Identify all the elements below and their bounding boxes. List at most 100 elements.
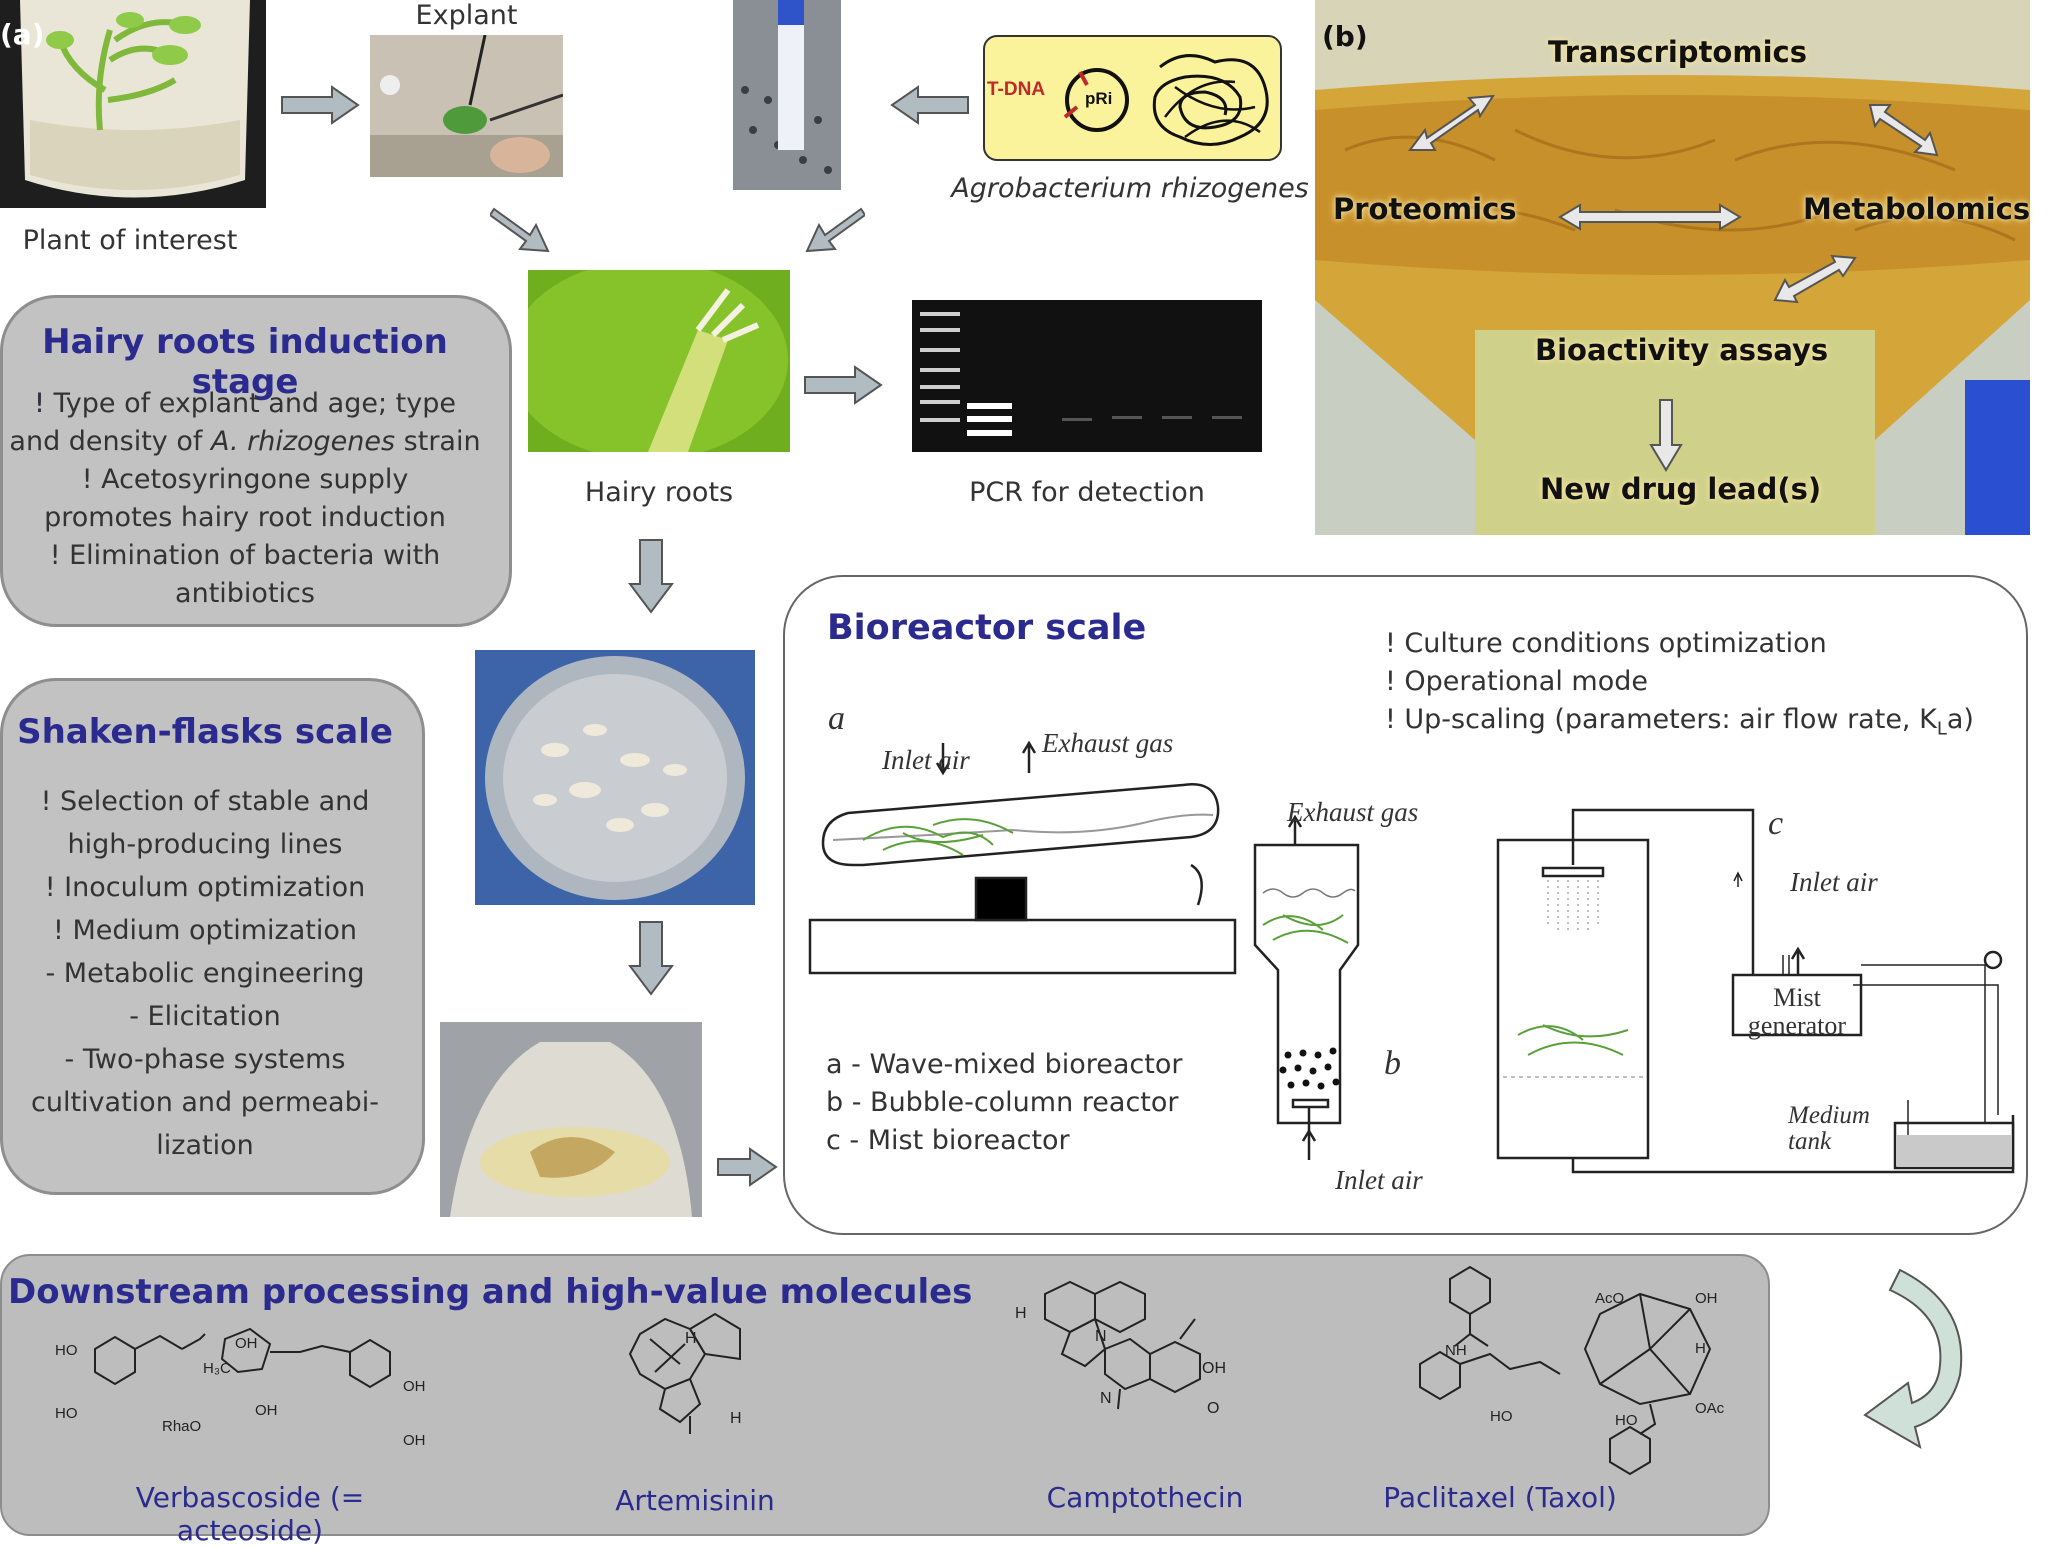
arrow-petri-flask [628,921,674,996]
molecule-verbascoside: Verbascoside (= acteoside) [135,1481,365,1547]
induction-line5: ! Elimination of bacteria with [49,540,441,571]
induction-line3: ! Acetosyringone supply [81,464,409,495]
atom-ho-4: HO [1615,1412,1638,1429]
arrow-roots-petri [628,539,674,614]
omics-bioreactor-photo [1315,0,2030,535]
shaken-line-6: - Two-phase systems [64,1044,346,1075]
arrow-flask-bioreactor [717,1147,778,1187]
induction-title: Hairy roots induction stage [42,322,448,402]
caption-explant: Explant [415,0,518,31]
molecule-paclitaxel: Paclitaxel (Taxol) [1383,1481,1617,1514]
bioreactor-notes: ! Culture conditions optimization ! Oper… [1385,625,1974,748]
atom-aco: AcO [1595,1290,1625,1307]
inlet-air-a: Inlet air [882,745,970,775]
molecule-structures [94,1265,1712,1476]
bubble-column-drawing [1253,814,1360,1160]
petri-dish-photo [475,650,755,905]
wave-bioreactor-drawing [808,740,1237,975]
bubble-dots [1279,1047,1340,1090]
caption-agro: Agrobacterium rhizogenes [951,173,1309,204]
label-c: c [1768,805,1784,842]
atom-o-1: O [1207,1400,1220,1417]
tdna-label: T-DNA [987,79,1046,100]
shaken-line-3: ! Medium optimization [53,915,357,946]
induction-stage-box [0,295,512,627]
shaken-line-0: ! Selection of stable and [40,786,370,817]
arrow-plant-explant [281,85,360,125]
label-b: b [1384,1045,1401,1082]
shaken-text: ! Selection of stable and high-producing… [0,780,410,1167]
bio-note-3: ! Up-scaling (parameters: air flow rate,… [1385,704,1974,740]
downstream-title: Downstream processing and high-value mol… [8,1272,973,1312]
shaken-line-8: lization [156,1130,254,1161]
induction-text: !! Type of explant and age; type and den… [0,385,490,613]
bio-note-1: ! Culture conditions optimization [1385,628,1827,659]
label-a: a [828,700,845,737]
atom-h-2: H [730,1410,742,1427]
pri-label: pRi [1085,89,1113,108]
atom-oh-2: OH [255,1402,278,1419]
panel-label-a: (a) [0,18,45,51]
mist-spray [1547,880,1599,930]
induction-line2a: and density of [9,426,211,457]
atom-oh-5: OH [1202,1360,1226,1377]
curved-arrow-downstream [1863,1268,1963,1450]
atom-n-2: N [1100,1390,1112,1407]
shaken-line-7: cultivation and permeabi- [31,1087,379,1118]
hairy-roots-photo [528,270,790,452]
atom-ho-2: HO [55,1405,78,1422]
atom-h3c: H₃C [203,1360,231,1377]
arrow-agro-tube [890,85,969,125]
new-drug-lead-label: New drug lead(s) [1540,472,1822,506]
caption-hairy-roots: Hairy roots [584,477,734,508]
atom-oh-1: OH [235,1335,258,1352]
legend-b: b - Bubble-column reactor [826,1087,1179,1118]
bio-note-2: ! Operational mode [1385,666,1648,697]
atom-n-1: N [1095,1328,1107,1345]
shaken-title: Shaken-flasks scale [17,712,393,752]
atom-ho-1: HO [55,1342,78,1359]
bioactivity-label: Bioactivity assays [1535,333,1829,367]
induction-line6: antibiotics [175,578,315,609]
induction-line1: ! Type of explant and age; type [34,388,456,419]
wave-roots [862,818,1014,856]
atom-oh-3: OH [403,1378,426,1395]
agro-photo [733,0,841,190]
shaken-flasks-box [0,678,425,1195]
molecule-camptothecin: Camptothecin [1046,1481,1244,1514]
bioreactor-schematics [808,740,2015,1174]
downstream-box [0,1254,1770,1536]
pcr-gel-photo [912,300,1262,452]
bioreactor-legend: a - Wave-mixed bioreactor b - Bubble-col… [826,1046,1182,1160]
omics-arrows [1408,94,1939,472]
atom-h-1: H [685,1330,697,1347]
arrow-tube-roots [805,207,865,253]
plant-photo [0,0,266,208]
atom-oh-6: OH [1695,1290,1718,1307]
mist-roots [1517,1024,1629,1056]
induction-line2b: A. rhizogenes [210,426,396,457]
atom-rhao: RhaO [162,1418,202,1435]
explant-photo [370,35,563,177]
panel-label-b: (b) [1322,20,1368,53]
excl-1: ! [34,388,45,419]
atom-oac: OAc [1695,1400,1725,1417]
agro-box: T-DNA pRi [983,35,1282,161]
bioreactor-title: Bioreactor scale [827,608,1147,648]
shaken-line-5: - Elicitation [129,1001,281,1032]
transcriptomics-label: Transcriptomics [1548,35,1807,69]
atom-nh: NH [1445,1342,1467,1359]
atom-oh-4: OH [403,1432,426,1449]
caption-pcr: PCR for detection [969,477,1205,508]
shaken-line-4: - Metabolic engineering [45,958,365,989]
caption-plant: Plant of interest [22,225,238,256]
atom-h-4: H [1695,1340,1706,1357]
metabolomics-label: Metabolomics [1803,192,2031,226]
shaken-line-2: ! Inoculum optimization [44,872,366,903]
arrow-roots-pcr [804,365,883,405]
bubble-column-roots [1262,914,1349,944]
legend-c: c - Mist bioreactor [826,1125,1070,1156]
molecule-artemisinin: Artemisinin [615,1484,775,1517]
inlet-air-c: Inlet air [1790,867,1878,897]
